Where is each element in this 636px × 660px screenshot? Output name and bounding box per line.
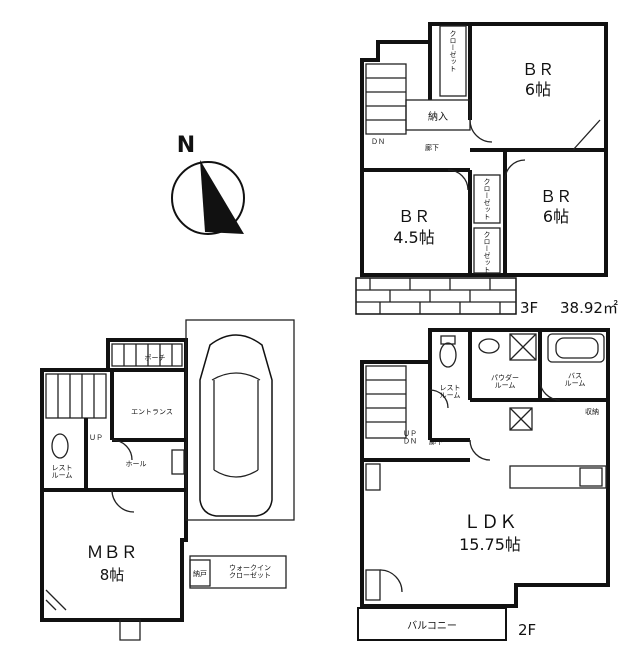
porch: [111, 343, 183, 367]
north-arrow-icon: [200, 160, 244, 234]
porch-label: ポーチ: [145, 354, 166, 362]
floor1-toilet-icon: [51, 433, 69, 459]
floor2-updn-label: ＵＰＤＮ: [403, 430, 417, 446]
floor3-area: 38.92㎡: [560, 299, 618, 317]
closet-low: [473, 227, 501, 274]
ldk-name: ＬＤＫ: [463, 512, 517, 533]
north-label: N: [177, 133, 195, 158]
closet-top-label: クローゼット: [449, 30, 457, 72]
floor2-vent-icon: [509, 407, 533, 431]
bathtub-icon: [547, 333, 605, 363]
br-right-name: ＢＲ: [540, 187, 572, 206]
storage-closet: [189, 559, 211, 587]
floor3-balcony: [355, 277, 517, 315]
closet-low-label: クローゼット: [483, 231, 491, 273]
floor-1: ＭＢＲ 8帖 ポーチ エントランス ホール レストルーム ウォークインクローゼッ…: [40, 319, 295, 641]
br-left-size: 4.5帖: [393, 228, 434, 247]
kitchen-counter: [509, 465, 607, 489]
floor2-toilet-icon: [439, 342, 457, 368]
floor3-stairs: [365, 63, 407, 135]
mbr-size: 8帖: [100, 566, 125, 584]
floor2-storage-a: [365, 463, 381, 491]
floor2-corridor-label: 廊下: [429, 437, 443, 446]
hall-label: ホール: [126, 460, 147, 468]
floor2-stairs: [365, 365, 407, 439]
closet-mid: [473, 174, 501, 224]
floor1-storage-label: 納戸: [193, 569, 207, 578]
closet-mid-label: クローゼット: [483, 178, 491, 220]
br-right-size: 6帖: [543, 207, 569, 226]
powder-label: パウダールーム: [491, 373, 519, 390]
washer-icon: [509, 333, 537, 361]
entrance-label: エントランス: [131, 408, 173, 416]
br-top-name: ＢＲ: [522, 60, 554, 79]
bath-label: バスルーム: [565, 372, 586, 388]
floor3-storage-label: 納入: [428, 110, 448, 123]
walkin-label: ウォークインクローゼット: [229, 564, 271, 580]
car-icon: [199, 334, 273, 517]
garage: [185, 319, 295, 521]
floor2-storage-label: 収納: [585, 407, 599, 416]
floor1-side-storage: [171, 449, 185, 475]
floor3-corridor-label: 廊下: [425, 143, 439, 152]
mbr-name: ＭＢＲ: [87, 543, 138, 563]
compass: N: [171, 133, 245, 235]
storage-box: [405, 99, 471, 131]
closet-top: [439, 25, 467, 97]
floor1-up-label: ＵＰ: [89, 434, 103, 442]
br-top-size: 6帖: [525, 80, 551, 99]
floor2-storage-b: [365, 569, 381, 601]
floor2-outer-wall: [360, 328, 610, 608]
floor-3: ＢＲ 6帖 ＢＲ 4.5帖 ＢＲ 6帖 クローゼット クローゼット クローゼット…: [355, 22, 618, 317]
floor3-outer-wall: [360, 22, 608, 277]
floor1-stairs: [45, 373, 107, 419]
floor1-restroom-label: レストルーム: [52, 464, 73, 480]
powder-sink-icon: [478, 338, 500, 354]
compass-circle: [171, 161, 245, 235]
floor3-dn-label: ＤＮ: [371, 138, 385, 146]
balcony-label: バルコニー: [407, 620, 457, 632]
ldk-size: 15.75帖: [459, 535, 521, 554]
floor3-floor-label: 3F: [520, 299, 538, 317]
floor-2: ＬＤＫ 15.75帖 レストルーム パウダールーム バスルーム 収納 廊下 ＵＰ…: [357, 328, 610, 641]
br-left-name: ＢＲ: [398, 207, 430, 226]
floor2-floor-label: 2F: [518, 621, 536, 639]
floor2-restroom-label: レストルーム: [440, 384, 461, 400]
floor2-balcony: [357, 607, 507, 641]
